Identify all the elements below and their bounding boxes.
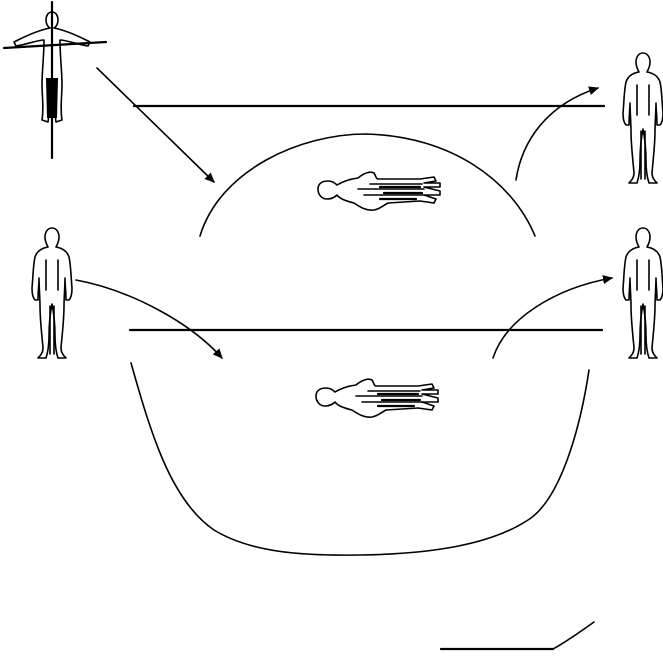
upper-left-arrow <box>97 68 214 182</box>
upper-right-arrow <box>516 88 598 180</box>
upper-dome-arc <box>200 134 535 236</box>
bottom-rising-stroke <box>553 622 594 649</box>
upper-lying-figure-icon <box>318 172 440 210</box>
lower-left-arrow <box>76 280 222 358</box>
lower-left-standing-figure-icon <box>32 228 72 358</box>
lower-right-arrow <box>493 278 612 358</box>
upper-right-standing-figure-icon <box>623 53 663 183</box>
lower-lying-figure-icon <box>316 379 438 417</box>
lower-bowl-arc <box>131 363 589 555</box>
lower-right-standing-figure-icon <box>623 228 663 358</box>
figure-on-cross-icon <box>4 2 106 158</box>
